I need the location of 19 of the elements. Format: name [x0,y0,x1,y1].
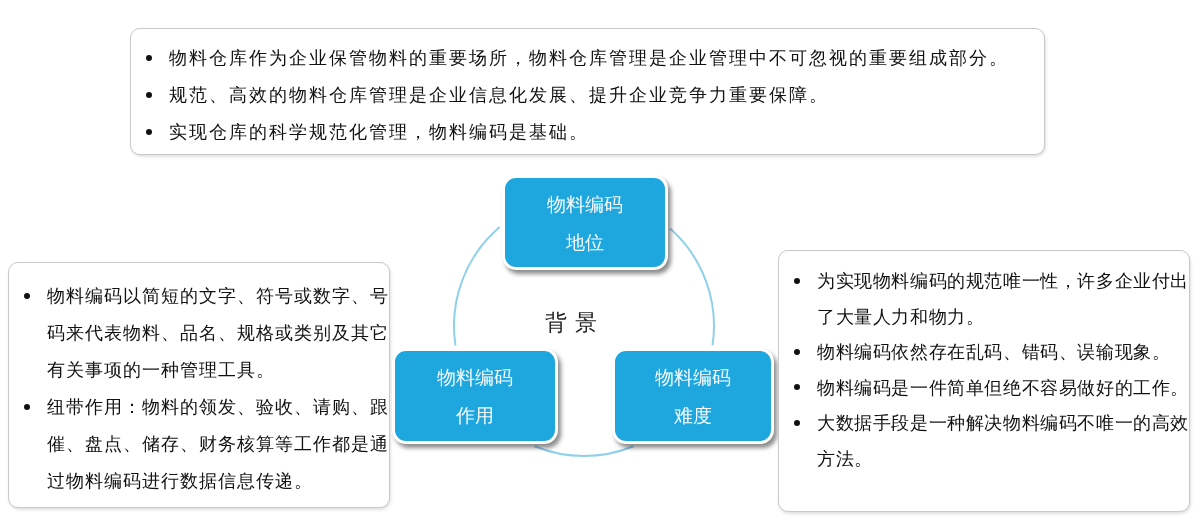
bullet-text: 物料仓库作为企业保管物料的重要场所，物料仓库管理是企业管理中不可忽视的重要组成部分。 [169,46,1010,70]
bullet-text: 物料编码以简短的文字、符号或数字、号码来代表物料、品名、规格或类别及其它有关事项的一种管理工具。 [47,284,389,382]
text-panel [8,262,390,508]
bullet-text: 大数据手段是一种解决物料编码不唯一的高效方法。 [817,411,1189,471]
topic-box: 物料编码难度 [612,348,774,444]
topic-box: 物料编码地位 [502,175,668,270]
bullet-text: 纽带作用：物料的领发、验收、请购、跟催、盘点、储存、财务核算等工作都是通过物料编码进行数据信息传递。 [47,395,389,493]
cycle-arc [533,445,635,457]
bullet-text: 物料编码是一件简单但绝不容易做好的工作。 [817,375,1189,400]
bullet-text: 实现仓库的科学规范化管理，物料编码是基础。 [169,120,590,144]
bullet-text: 为实现物料编码的规范唯一性，许多企业付出了大量人力和物力。 [817,269,1189,329]
cycle-arc [669,227,715,347]
topic-box: 物料编码作用 [392,348,558,444]
text-panel [778,250,1190,512]
bullet-text: 规范、高效的物料仓库管理是企业信息化发展、提升企业竞争力重要保障。 [169,83,830,107]
cycle-arc [453,226,501,347]
text-panel [130,28,1045,155]
center-label: 背景 [545,309,605,337]
bullet-text: 物料编码依然存在乱码、错码、误输现象。 [817,340,1172,364]
